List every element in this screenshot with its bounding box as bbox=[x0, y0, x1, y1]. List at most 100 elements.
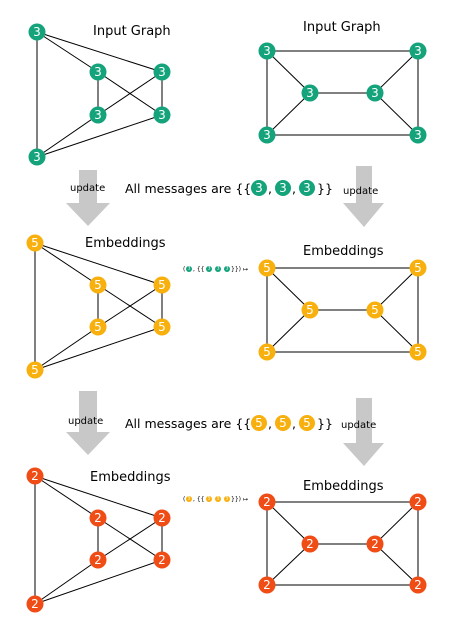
graph-node: 5 bbox=[89, 318, 107, 336]
right-graph-title: Embeddings bbox=[303, 244, 384, 259]
svg-text:,: , bbox=[268, 181, 272, 196]
update-label-left: update bbox=[68, 416, 103, 427]
svg-text:5: 5 bbox=[371, 303, 379, 317]
update-label-right: update bbox=[341, 420, 376, 431]
right-graph-edges bbox=[266, 267, 419, 353]
svg-text:3: 3 bbox=[414, 128, 422, 142]
svg-text:2: 2 bbox=[158, 511, 166, 525]
right-graph-edges bbox=[266, 50, 419, 136]
left-graph-nodes: 5 5 5 5 5 5 bbox=[26, 234, 171, 379]
svg-text:2: 2 bbox=[306, 537, 314, 551]
message-end: }} bbox=[317, 181, 333, 196]
graph-node: 3 bbox=[153, 106, 171, 124]
svg-text:5: 5 bbox=[263, 261, 271, 275]
update-label-left: update bbox=[70, 183, 105, 194]
left-graph-edges bbox=[36, 31, 163, 158]
svg-text:3: 3 bbox=[263, 128, 271, 142]
svg-text:3: 3 bbox=[33, 150, 41, 164]
graph-node: 2 bbox=[409, 576, 427, 594]
svg-text:3: 3 bbox=[208, 266, 211, 272]
graph-node: 3 bbox=[28, 23, 46, 41]
row-embeddings-2: Embeddings Embeddings ( 5 , {{ 5 5 5 }})… bbox=[26, 467, 427, 613]
svg-text:,: , bbox=[292, 416, 296, 431]
graph-node: 2 bbox=[26, 595, 44, 613]
svg-text:2: 2 bbox=[263, 495, 271, 509]
graph-node: 3 bbox=[409, 42, 427, 60]
transition-2: update update All messages are {{ 5 , 5 … bbox=[66, 391, 384, 466]
svg-text:3: 3 bbox=[226, 266, 229, 272]
row-embeddings-1: Embeddings Embeddings ( 3 , {{ 3 3 3 }})… bbox=[26, 234, 427, 379]
graph-node: 5 bbox=[89, 276, 107, 294]
svg-text:2: 2 bbox=[414, 495, 422, 509]
left-graph-edges bbox=[34, 242, 163, 371]
svg-text:(: ( bbox=[183, 266, 185, 273]
right-graph-title: Embeddings bbox=[303, 479, 384, 494]
svg-text:, {{: , {{ bbox=[193, 266, 205, 273]
graph-node: 2 bbox=[89, 551, 107, 569]
svg-text:3: 3 bbox=[94, 108, 102, 122]
svg-text:}}) ↦: }}) ↦ bbox=[231, 496, 248, 503]
svg-text:}}) ↦: }}) ↦ bbox=[231, 266, 248, 273]
graph-node: 2 bbox=[258, 576, 276, 594]
left-graph-nodes: 3 3 3 3 3 3 bbox=[28, 23, 171, 166]
svg-text:3: 3 bbox=[158, 65, 166, 79]
svg-text:5: 5 bbox=[414, 261, 422, 275]
left-graph-nodes: 2 2 2 2 2 2 bbox=[26, 467, 171, 613]
graph-node: 5 bbox=[26, 234, 44, 252]
graph-node: 2 bbox=[366, 535, 384, 553]
graph-node: 2 bbox=[153, 551, 171, 569]
update-arrow-left bbox=[66, 391, 110, 455]
svg-text:2: 2 bbox=[371, 537, 379, 551]
graph-node: 3 bbox=[89, 63, 107, 81]
svg-text:2: 2 bbox=[94, 511, 102, 525]
svg-text:2: 2 bbox=[414, 578, 422, 592]
message-value: 5 bbox=[255, 416, 263, 430]
graph-node: 5 bbox=[153, 318, 171, 336]
message-value: 5 bbox=[279, 416, 287, 430]
message-text: All messages are {{ bbox=[125, 416, 251, 431]
graph-node: 3 bbox=[301, 84, 319, 102]
svg-text:3: 3 bbox=[158, 108, 166, 122]
left-graph-title: Input Graph bbox=[93, 24, 171, 39]
svg-text:3: 3 bbox=[414, 44, 422, 58]
svg-text:, {{: , {{ bbox=[193, 496, 205, 503]
hash-function-label: ( 5 , {{ 5 5 5 }}) ↦ bbox=[183, 496, 248, 504]
message-value: 3 bbox=[279, 181, 287, 195]
update-label-right: update bbox=[343, 186, 378, 197]
right-graph-title: Input Graph bbox=[303, 20, 381, 35]
svg-text:5: 5 bbox=[208, 496, 211, 502]
svg-text:5: 5 bbox=[158, 320, 166, 334]
svg-text:,: , bbox=[268, 416, 272, 431]
graph-node: 3 bbox=[409, 126, 427, 144]
svg-text:3: 3 bbox=[188, 266, 191, 272]
svg-text:3: 3 bbox=[306, 86, 314, 100]
svg-text:3: 3 bbox=[33, 25, 41, 39]
graph-node: 3 bbox=[89, 106, 107, 124]
message-end: }} bbox=[317, 416, 333, 431]
left-graph-title: Embeddings bbox=[90, 470, 171, 485]
graph-node: 2 bbox=[409, 493, 427, 511]
graph-node: 5 bbox=[366, 301, 384, 319]
left-graph-edges bbox=[34, 475, 163, 605]
update-arrow-right bbox=[343, 398, 384, 466]
message-text: All messages are {{ bbox=[125, 181, 251, 196]
svg-text:5: 5 bbox=[94, 320, 102, 334]
graph-node: 3 bbox=[366, 84, 384, 102]
graph-node: 2 bbox=[301, 535, 319, 553]
right-graph-nodes: 5 5 5 5 5 5 bbox=[258, 259, 427, 361]
transition-1: update update All messages are {{ 3 , 3 … bbox=[66, 166, 384, 227]
graph-node: 3 bbox=[153, 63, 171, 81]
row-input-graphs: Input Graph Input Graph 3 bbox=[28, 20, 427, 166]
graph-node: 5 bbox=[26, 361, 44, 379]
graph-node: 5 bbox=[409, 343, 427, 361]
svg-text:(: ( bbox=[183, 496, 185, 503]
svg-text:5: 5 bbox=[31, 363, 39, 377]
message-value: 5 bbox=[303, 416, 311, 430]
svg-text:5: 5 bbox=[226, 496, 229, 502]
right-graph-edges bbox=[266, 501, 419, 586]
graph-node: 2 bbox=[258, 493, 276, 511]
graph-node: 2 bbox=[153, 509, 171, 527]
svg-text:5: 5 bbox=[31, 236, 39, 250]
svg-text:2: 2 bbox=[94, 553, 102, 567]
